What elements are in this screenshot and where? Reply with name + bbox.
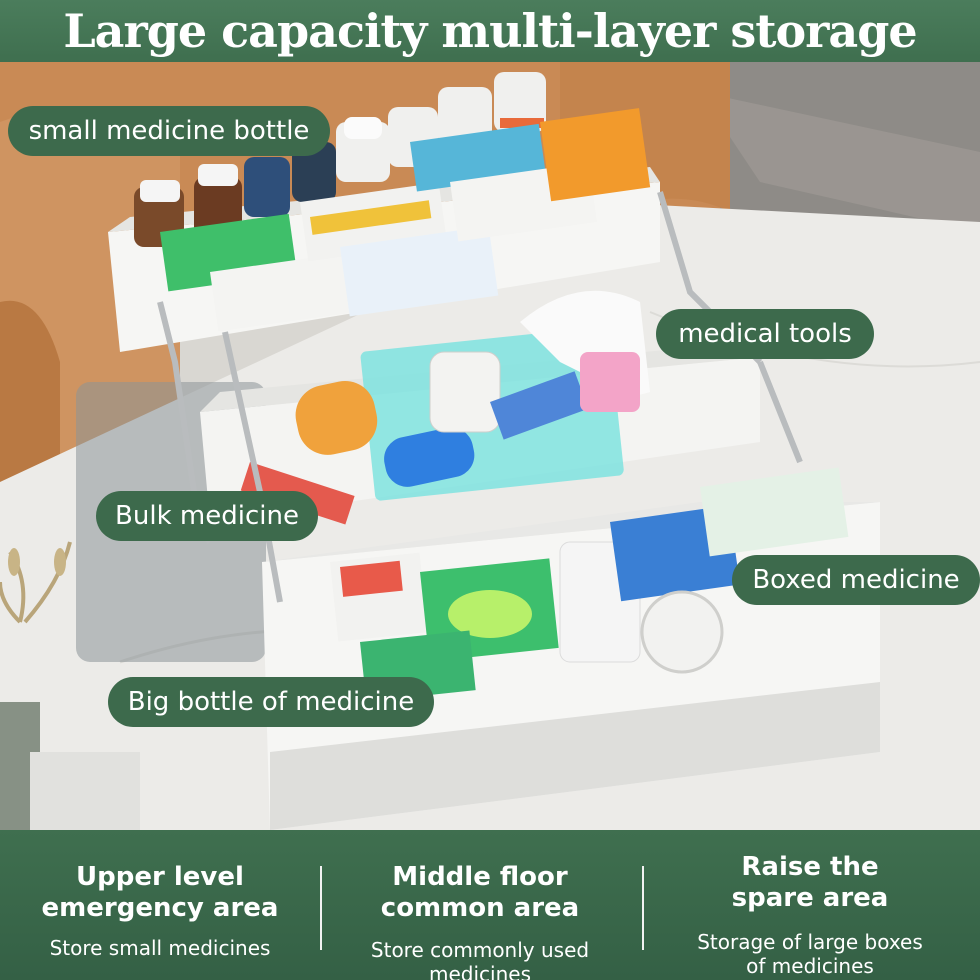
feature-description-line: Store commonly used [370, 938, 590, 962]
feature-title: Middle floor common area [320, 862, 640, 924]
feature-title-line: emergency area [41, 893, 279, 923]
callout-boxed-medicine: Boxed medicine [732, 555, 980, 605]
callout-medical-tools: medical tools [656, 309, 874, 359]
callout-big-bottle: Big bottle of medicine [108, 677, 434, 727]
feature-description: Store commonly used medicines [320, 938, 640, 980]
divider [320, 866, 322, 950]
feature-title-line: Upper level [76, 862, 244, 892]
medicine-box-illustration [0, 62, 980, 830]
divider [642, 866, 644, 950]
plant [0, 541, 140, 830]
feature-spare-area: Raise the spare area Storage of large bo… [650, 830, 970, 980]
feature-title-line: common area [380, 893, 580, 923]
feature-title: Upper level emergency area [0, 862, 320, 924]
feature-title-line: Middle floor [392, 862, 568, 892]
feature-upper-level: Upper level emergency area Store small m… [0, 830, 320, 980]
feature-description-line: Storage of large boxes [697, 930, 923, 954]
feature-description: Store small medicines [49, 936, 271, 960]
feature-description-line: medicines [429, 962, 531, 980]
feature-description-line: of medicines [746, 954, 874, 978]
title-banner: Large capacity multi-layer storage [0, 0, 980, 62]
callout-bulk-medicine: Bulk medicine [96, 491, 318, 541]
feature-title: Raise the spare area [650, 852, 970, 914]
callout-small-medicine-bottle: small medicine bottle [8, 106, 330, 156]
feature-band: Upper level emergency area Store small m… [0, 830, 980, 980]
feature-middle-floor: Middle floor common area Store commonly … [320, 830, 640, 980]
page-title: Large capacity multi-layer storage [63, 4, 917, 58]
product-photo: small medicine bottle medical tools Bulk… [0, 62, 980, 830]
feature-description: Storage of large boxes of medicines [650, 930, 970, 978]
feature-title-line: spare area [731, 883, 889, 913]
feature-title-line: Raise the [741, 852, 879, 882]
